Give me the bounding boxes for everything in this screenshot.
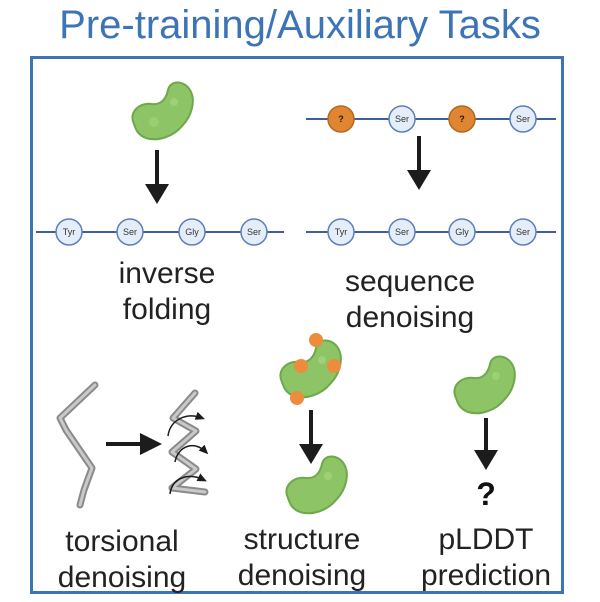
right-arrow-icon [106, 433, 162, 455]
residue-label: Ser [123, 227, 137, 237]
residue-node [55, 218, 83, 246]
residue-label: ? [338, 114, 344, 124]
sequence-chain: Tyr Ser Gly Ser [36, 218, 284, 246]
residue-node [388, 218, 416, 246]
noise-point [294, 359, 308, 373]
protein-blob-icon [279, 339, 342, 399]
noise-point [309, 333, 323, 347]
masked-residue-node [327, 105, 355, 133]
residue-label: Gly [185, 227, 199, 237]
residue-label: ? [459, 114, 465, 124]
torsional-denoising-group [56, 381, 209, 509]
structure-denoising-group [279, 333, 348, 515]
residue-label: Ser [395, 227, 409, 237]
residue-label: Ser [247, 227, 261, 237]
caption-line: sequence [344, 265, 476, 298]
torsion-chain-icon [56, 381, 99, 509]
down-arrow-icon [299, 410, 323, 464]
masked-sequence-chain: ? Ser ? Ser [306, 105, 556, 133]
structure-denoising-caption: structure denoising [222, 522, 382, 594]
plddt-prediction-group: ? [453, 355, 516, 512]
caption-line: denoising [57, 561, 187, 594]
inverse-folding-group: Tyr Ser Gly Ser [36, 81, 284, 246]
residue-label: Ser [516, 114, 530, 124]
residue-label: Tyr [335, 227, 348, 237]
rotation-arrow-icon [167, 411, 209, 495]
residue-node [509, 218, 537, 246]
caption-line: structure [243, 523, 361, 556]
restored-sequence-chain: Tyr Ser Gly Ser [306, 218, 556, 246]
caption-line: denoising [345, 301, 475, 334]
caption-line: prediction [420, 559, 552, 592]
residue-node [448, 218, 476, 246]
caption-line: folding [122, 293, 212, 326]
sequence-denoising-group: ? Ser ? Ser Tyr Ser Gly Ser [306, 105, 556, 246]
masked-residue-node [448, 105, 476, 133]
residue-label: Ser [395, 114, 409, 124]
protein-blob-icon [285, 455, 348, 515]
question-mark-icon: ? [476, 476, 496, 512]
figure-title: Pre-training/Auxiliary Tasks [59, 3, 541, 47]
protein-blob-icon [131, 81, 194, 141]
caption-line: inverse [118, 257, 216, 290]
residue-node [388, 105, 416, 133]
inverse-folding-caption: inverse folding [92, 256, 242, 328]
caption-line: pLDDT [438, 523, 534, 556]
down-arrow-icon [474, 418, 498, 470]
residue-label: Tyr [63, 227, 76, 237]
residue-label: Gly [455, 227, 469, 237]
noise-point [290, 391, 304, 405]
plddt-prediction-caption: pLDDT prediction [408, 522, 564, 594]
noise-point [327, 359, 341, 373]
residue-node [240, 218, 268, 246]
residue-node [178, 218, 206, 246]
residue-node [116, 218, 144, 246]
protein-blob-icon [453, 355, 516, 415]
down-arrow-icon [407, 136, 431, 190]
residue-label: Ser [516, 227, 530, 237]
caption-line: denoising [237, 559, 367, 592]
residue-node [327, 218, 355, 246]
torsional-denoising-caption: torsional denoising [42, 524, 202, 596]
tasks-panel-frame [30, 56, 564, 594]
caption-line: torsional [65, 525, 179, 558]
down-arrow-icon [145, 150, 169, 204]
residue-node [509, 105, 537, 133]
sequence-denoising-caption: sequence denoising [330, 264, 490, 336]
